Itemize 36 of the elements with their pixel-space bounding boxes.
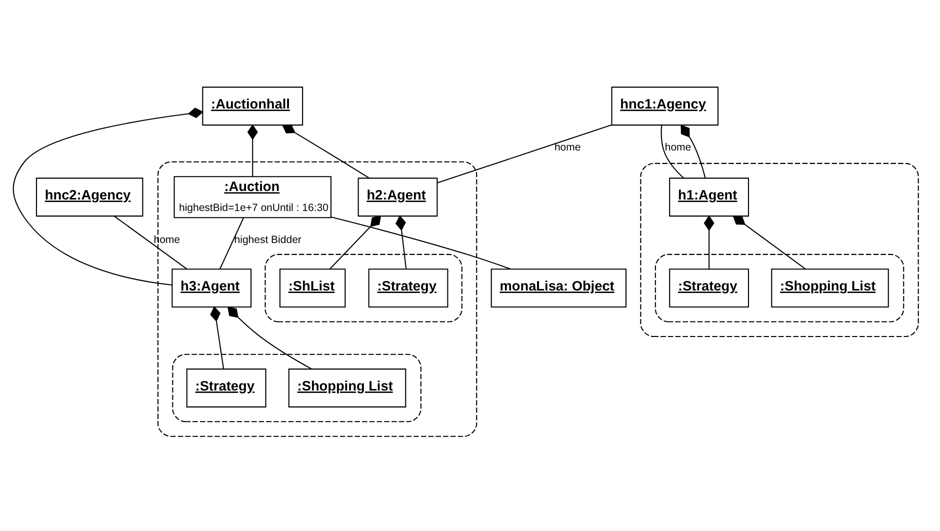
edge-label: highest Bidder [234, 233, 302, 246]
connector [12, 107, 204, 285]
connector [660, 124, 684, 178]
cluster [640, 162, 919, 336]
node-box: h1:Agent [669, 177, 750, 216]
connector [395, 214, 407, 269]
connector [437, 124, 612, 183]
connector [330, 216, 511, 269]
cluster [654, 253, 904, 322]
connector [704, 214, 714, 269]
connector [210, 306, 224, 368]
cluster [264, 253, 462, 322]
connector [114, 215, 188, 269]
edge-label: home [664, 140, 692, 153]
node-box: :Shopping List [771, 268, 889, 308]
node-box: :Strategy [669, 268, 750, 308]
connector [282, 124, 370, 178]
node-box: h2:Agent [358, 177, 438, 216]
node-box: :Auctionhall [202, 86, 304, 126]
connector [219, 217, 244, 269]
connector [247, 124, 258, 176]
node-box: :ShList [279, 268, 346, 308]
node-box: hnc2:Agency [36, 177, 144, 216]
connector [329, 214, 382, 269]
node-box: h3:Agent [172, 268, 252, 308]
node-box: :Strategy [186, 368, 266, 407]
connector [227, 306, 312, 369]
edge-label: home [554, 140, 581, 153]
node-box: monaLisa: Object [490, 268, 626, 308]
connector [732, 215, 806, 269]
connector [680, 124, 706, 178]
node-box: :Shopping List [288, 368, 406, 407]
node-box: :Strategy [368, 268, 448, 308]
cluster [172, 353, 422, 422]
node-box: :Auction highestBid=1e+7 onUntil : 16:30 [174, 176, 332, 218]
node-box: hnc1:Agency [611, 86, 719, 126]
